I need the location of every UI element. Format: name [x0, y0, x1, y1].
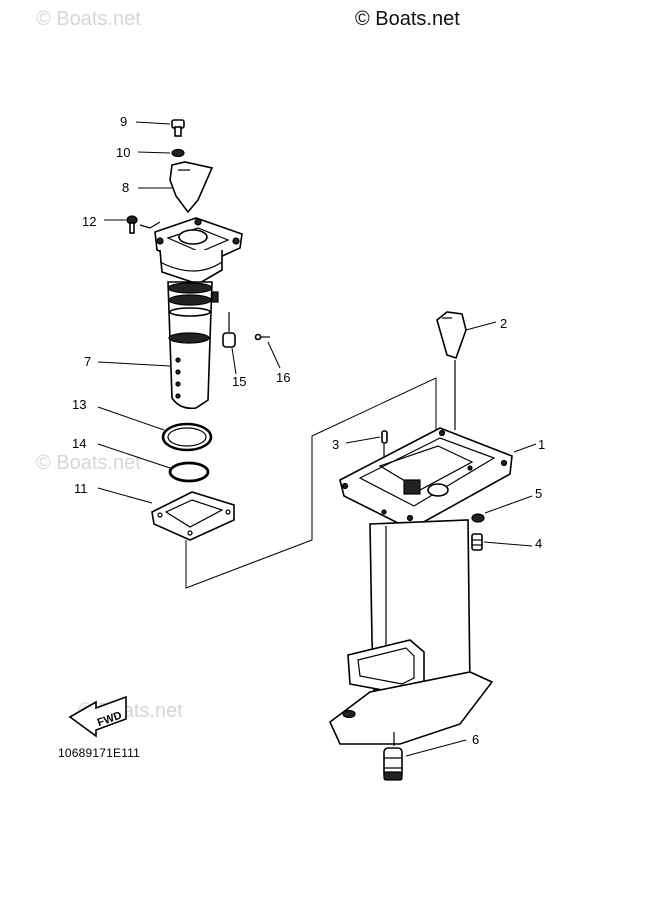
screw-16 — [254, 333, 281, 369]
bolt-4 — [471, 533, 533, 551]
dowel-3 — [345, 430, 388, 462]
assembly-line — [185, 377, 437, 589]
washer-10 — [137, 148, 185, 158]
callout-8: 8 — [122, 180, 129, 195]
o-ring-13 — [97, 406, 213, 452]
callout-6: 6 — [472, 732, 479, 747]
bolt-9 — [135, 119, 185, 137]
grommet-6 — [383, 732, 467, 781]
nut-15 — [222, 312, 237, 375]
washer-5 — [471, 495, 533, 523]
callout-3: 3 — [332, 437, 339, 452]
callout-9: 9 — [120, 114, 127, 129]
ring-14 — [97, 443, 210, 483]
callout-1: 1 — [538, 437, 545, 452]
diagram-code: 10689171E111 — [58, 746, 141, 760]
callout-2: 2 — [500, 316, 507, 331]
watermark-mid-left: © Boats.net — [36, 452, 141, 474]
exhaust-pipe-7 — [97, 217, 243, 410]
cover-2 — [436, 311, 497, 430]
callout-5: 5 — [535, 486, 542, 501]
callout-12: 12 — [82, 214, 96, 229]
bracket-8 — [138, 161, 214, 214]
callout-14: 14 — [72, 436, 86, 451]
callout-7: 7 — [84, 354, 91, 369]
watermark-top-left: © Boats.net — [36, 8, 141, 30]
callout-11: 11 — [74, 481, 88, 496]
bolt-12 — [104, 215, 161, 234]
fwd-arrow-icon: FWD — [68, 695, 127, 738]
callout-16: 16 — [276, 370, 290, 385]
callout-15: 15 — [232, 374, 246, 389]
callout-4: 4 — [535, 536, 542, 551]
watermark-top-right: © Boats.net — [355, 8, 460, 30]
callout-13: 13 — [72, 397, 86, 412]
gasket-11 — [97, 487, 235, 541]
upper-casing-1 — [329, 427, 537, 745]
callout-10: 10 — [116, 145, 130, 160]
callout-labels: 1 2 3 4 5 6 7 8 9 10 11 12 13 14 15 16 — [72, 114, 545, 747]
